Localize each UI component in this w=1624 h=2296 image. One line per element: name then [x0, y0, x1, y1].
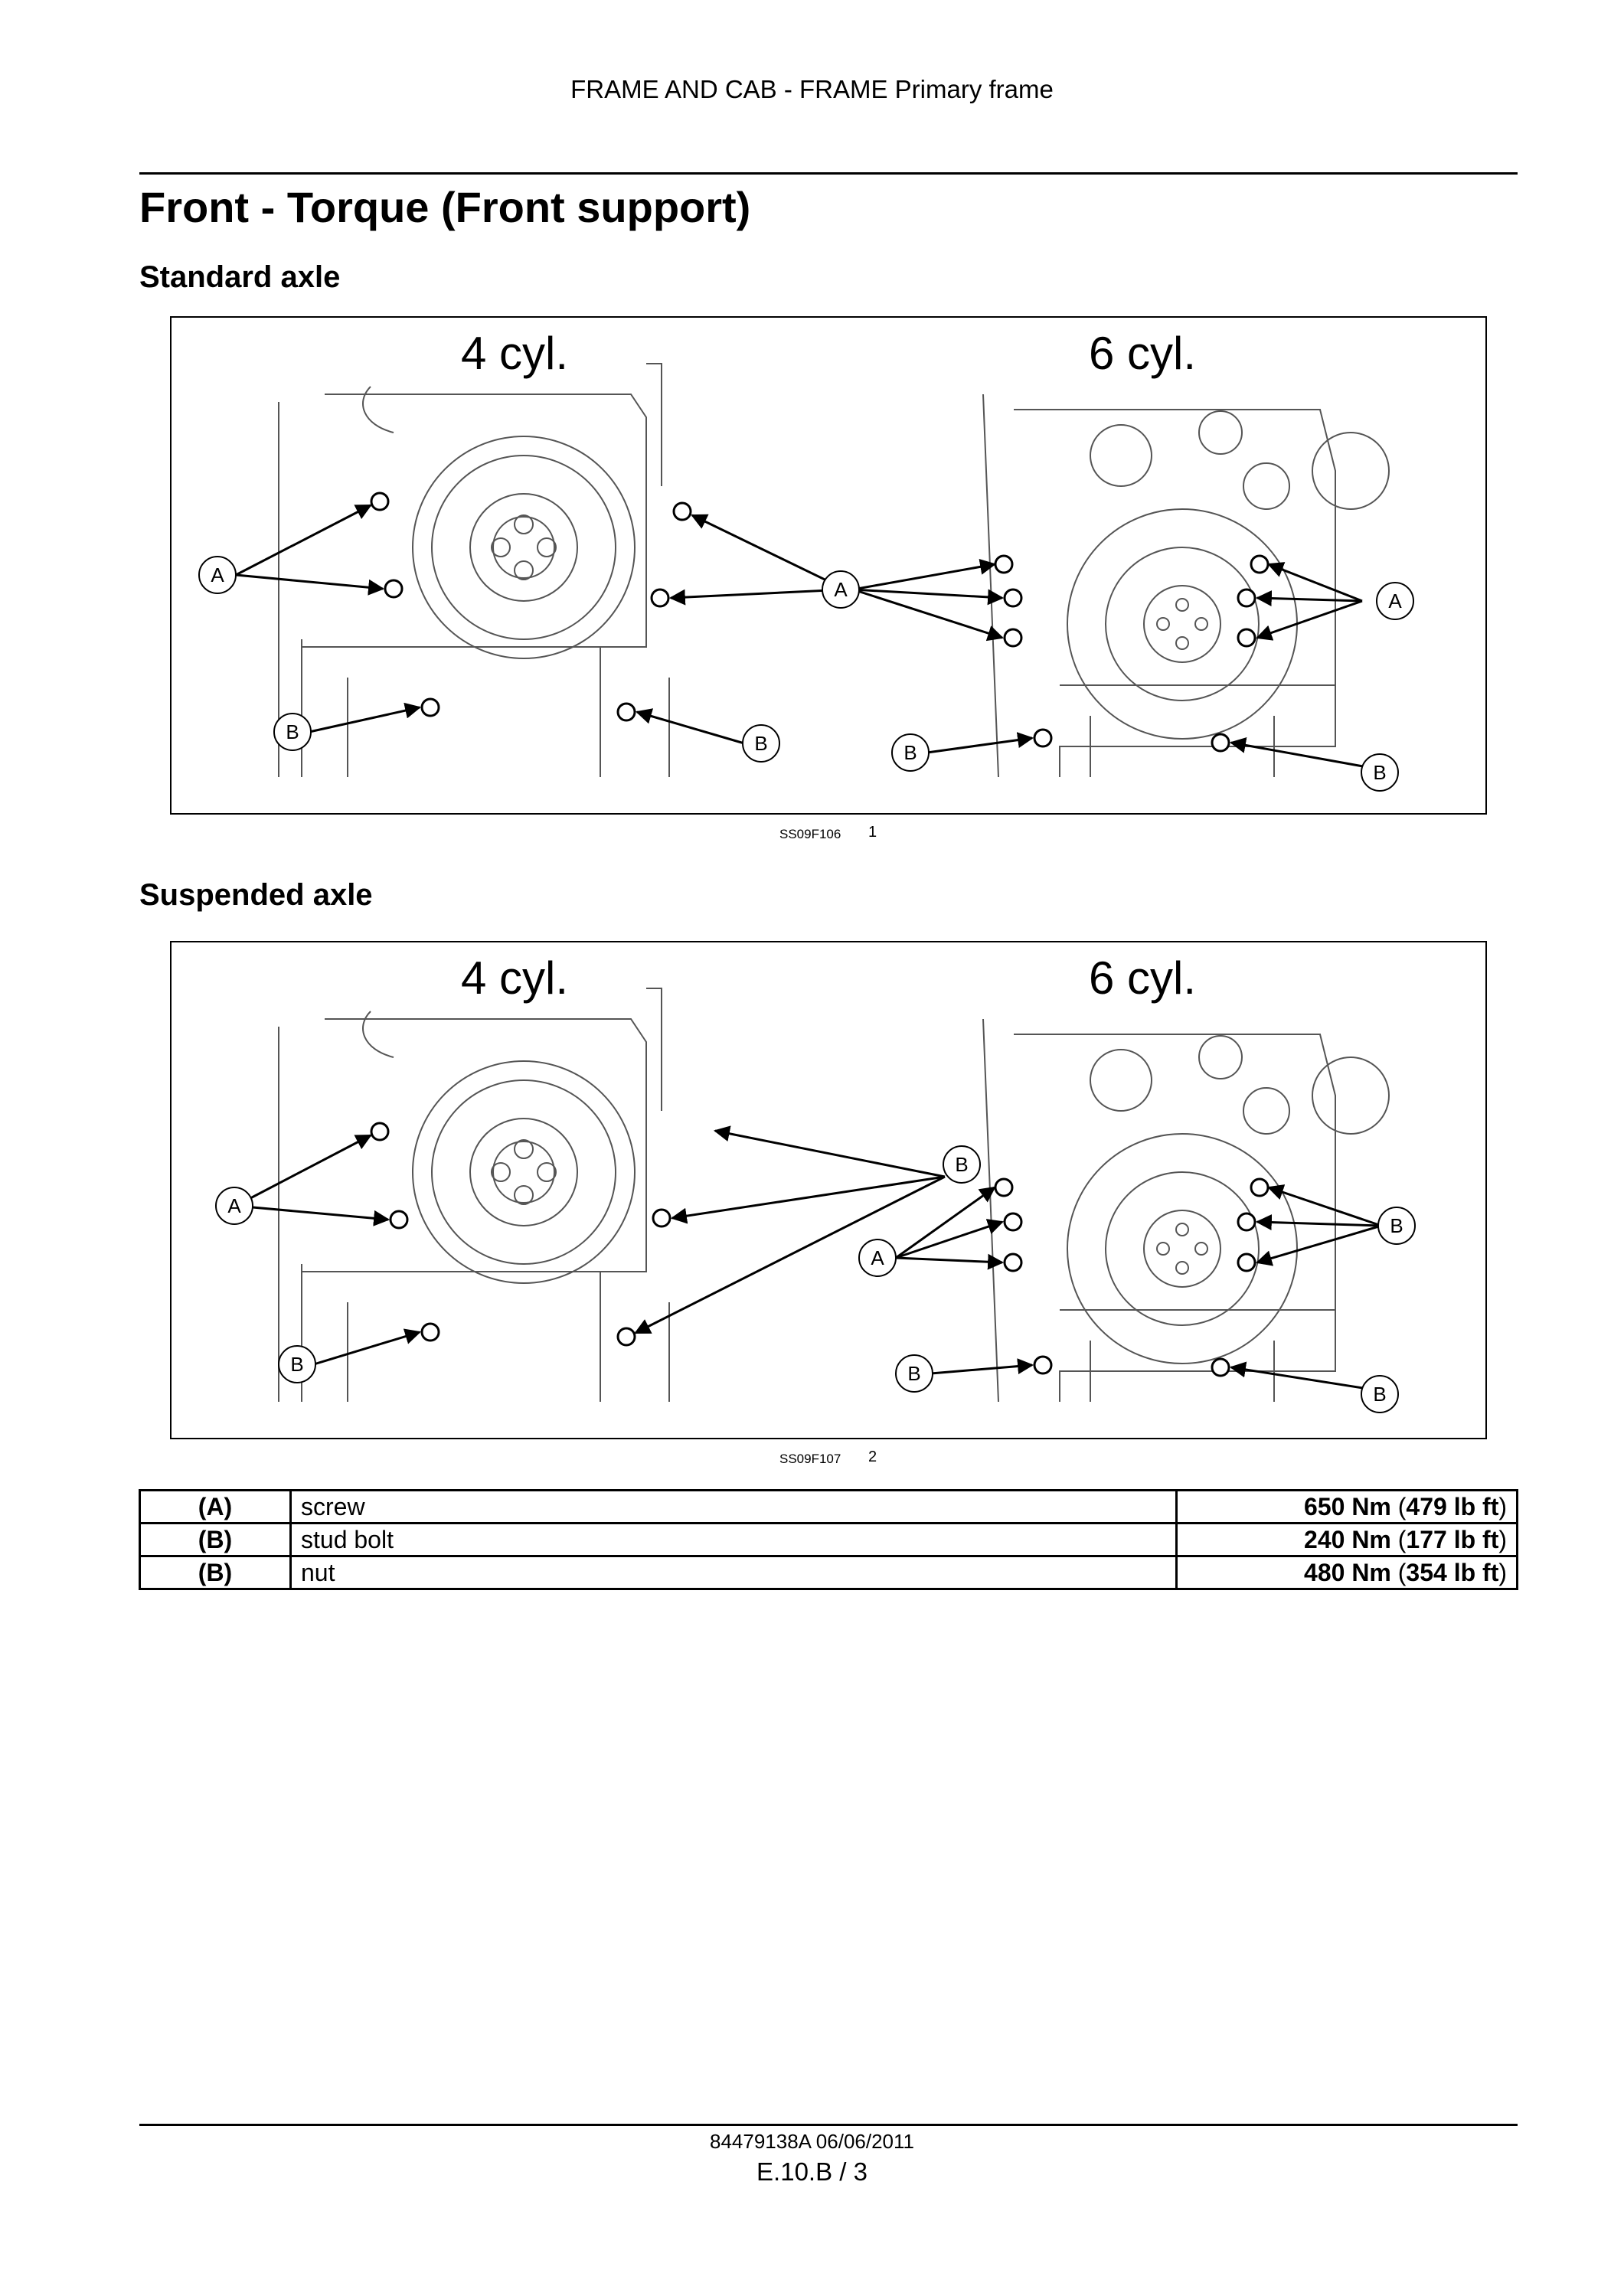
engine-front-diagram: A A A B B B B 4 cyl. 6 cyl. — [198, 328, 1414, 792]
row-torque: 650 Nm (479 lb ft) — [1175, 1489, 1518, 1524]
callout-b-4cyl-left: B — [290, 1353, 303, 1376]
callout-bubbles — [198, 556, 1414, 792]
label-6cyl: 6 cyl. — [1089, 328, 1196, 379]
header-rule — [139, 172, 1518, 175]
torque-lbft: 479 lb ft — [1406, 1493, 1499, 1520]
row-code: (A) — [139, 1489, 292, 1524]
engine-4cyl-drawing — [278, 988, 670, 1402]
footer-page-ref: E.10.B / 3 — [756, 2157, 868, 2186]
figure-number: 2 — [868, 1448, 877, 1465]
running-header: FRAME AND CAB - FRAME Primary frame — [570, 75, 1054, 103]
torque-nm: 240 Nm — [1304, 1526, 1391, 1553]
table-row: (B) nut 480 Nm (354 lb ft) — [139, 1555, 1518, 1590]
label-4cyl: 4 cyl. — [461, 952, 568, 1004]
figure-suspended-axle: A A B B B B B 4 cyl. 6 cyl. — [170, 941, 1487, 1439]
callout-a-4cyl: A — [227, 1194, 241, 1217]
row-code: (B) — [139, 1522, 292, 1557]
callout-b-4cyl-left: B — [286, 720, 299, 743]
page-title: Front - Torque (Front support) — [139, 183, 751, 231]
callout-b-6cyl-left: B — [907, 1362, 920, 1385]
fastener-markers — [370, 1122, 1269, 1377]
section-heading-standard-axle: Standard axle — [139, 260, 341, 294]
callout-a-6cyl: A — [1388, 590, 1402, 612]
row-description: stud bolt — [289, 1522, 1178, 1557]
figure-code: SS09F106 — [779, 827, 841, 841]
row-description: nut — [289, 1555, 1178, 1590]
callout-bubbles — [215, 1145, 1416, 1413]
torque-lbft: 177 lb ft — [1406, 1526, 1499, 1553]
callout-a-4cyl: A — [211, 563, 224, 586]
label-6cyl: 6 cyl. — [1089, 952, 1196, 1004]
table-row: (B) stud bolt 240 Nm (177 lb ft) — [139, 1522, 1518, 1557]
callout-b-6cyl-bottom: B — [1373, 1383, 1386, 1406]
callout-b-4cyl-right: B — [754, 732, 767, 755]
torque-lbft: 354 lb ft — [1406, 1559, 1499, 1586]
engine-front-diagram: A A B B B B B 4 cyl. 6 cyl. — [215, 952, 1416, 1413]
table-row: (A) screw 650 Nm (479 lb ft) — [139, 1489, 1518, 1524]
row-torque: 480 Nm (354 lb ft) — [1175, 1555, 1518, 1590]
footer-doc-ref: 84479138A 06/06/2011 — [709, 2130, 914, 2153]
callout-b-4cyl-right: B — [955, 1153, 968, 1176]
row-torque: 240 Nm (177 lb ft) — [1175, 1522, 1518, 1557]
row-code: (B) — [139, 1555, 292, 1590]
callout-a-6cyl: A — [871, 1246, 884, 1269]
callout-a-center: A — [834, 578, 848, 601]
fastener-markers — [370, 492, 1269, 753]
callout-b-6cyl-left: B — [903, 741, 917, 764]
figure-code: SS09F107 — [779, 1452, 841, 1466]
engine-4cyl-drawing — [278, 363, 670, 777]
callout-b-6cyl-right: B — [1390, 1214, 1403, 1237]
torque-nm: 480 Nm — [1304, 1559, 1391, 1586]
engine-6cyl-drawing — [982, 394, 1390, 778]
section-heading-suspended-axle: Suspended axle — [139, 878, 373, 912]
torque-table: (A) screw 650 Nm (479 lb ft) (B) stud bo… — [139, 1489, 1518, 1590]
figure-standard-axle: A A A B B B B 4 cyl. 6 cyl. — [170, 316, 1487, 815]
engine-6cyl-drawing — [982, 1018, 1390, 1403]
figure-number: 1 — [868, 824, 877, 841]
torque-nm: 650 Nm — [1304, 1493, 1391, 1520]
footer-rule — [139, 2124, 1518, 2126]
label-4cyl: 4 cyl. — [461, 328, 568, 379]
callout-b-6cyl-right: B — [1373, 761, 1386, 784]
row-description: screw — [289, 1489, 1178, 1524]
